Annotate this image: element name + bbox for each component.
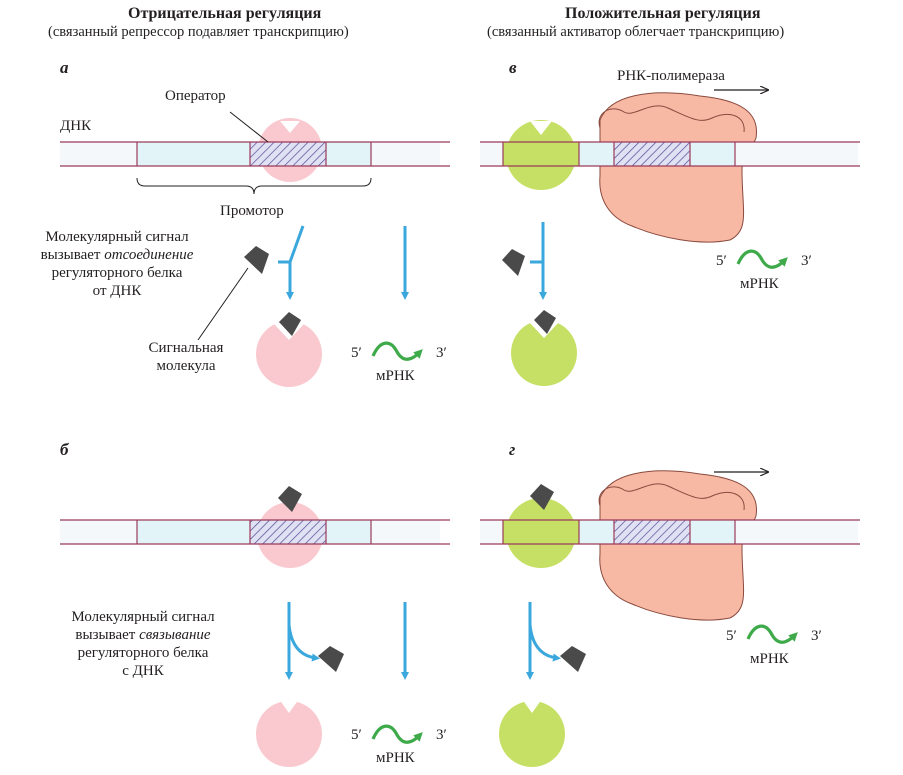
detach-caption: Молекулярный сигнал вызывает отсоединени…	[40, 229, 194, 299]
mrna-3prime: 3′	[436, 727, 447, 743]
promoter-label: Промотор	[220, 203, 284, 219]
mrna-label: мРНК	[376, 368, 415, 384]
mrna-5prime: 5′	[351, 345, 362, 361]
panel-label-b: б	[60, 440, 69, 459]
mrna-3prime: 3′	[436, 345, 447, 361]
bind-caption: Молекулярный сигнал вызывает связывание …	[71, 609, 215, 679]
signal-molecule-label: Сигнальная молекула	[148, 340, 224, 374]
positive-regulation-subtitle: (связанный активатор облегчает транскрип…	[487, 24, 785, 40]
panel-a-graphic	[60, 111, 450, 387]
panel-v-graphic	[480, 90, 860, 386]
repressor-protein-bound	[256, 321, 322, 387]
mrna-5prime: 5′	[351, 727, 362, 743]
mrna-label: мРНК	[750, 651, 789, 667]
positive-regulation-title: Положительная регуляция	[565, 5, 761, 22]
dna-segment	[60, 519, 450, 545]
negative-regulation-subtitle: (связанный репрессор подавляет транскрип…	[48, 24, 349, 40]
release-arrow	[286, 225, 305, 300]
dna-segment	[480, 519, 860, 545]
panel-g-graphic	[480, 471, 860, 767]
mrna-label: мРНК	[376, 750, 415, 766]
panel-label-v: в	[509, 58, 517, 77]
signal-molecule	[244, 246, 269, 274]
promoter-bracket	[136, 177, 372, 195]
mrna-3prime: 3′	[801, 253, 812, 269]
mrna-label: мРНК	[740, 276, 779, 292]
dna-segment	[480, 141, 860, 167]
mrna-3prime: 3′	[811, 628, 822, 644]
rna-polymerase-label: РНК-полимераза	[617, 68, 725, 84]
operator-region	[250, 142, 326, 166]
panel-b-graphic	[60, 486, 450, 767]
mrna-5prime: 5′	[726, 628, 737, 644]
dna-label: ДНК	[60, 118, 92, 134]
negative-regulation-title: Отрицательная регуляция	[128, 5, 322, 22]
panel-label-g: г	[509, 440, 516, 459]
rna-polymerase	[599, 92, 757, 243]
dna-segment	[60, 141, 450, 167]
panel-label-a: а	[60, 58, 69, 77]
mrna-5prime: 5′	[716, 253, 727, 269]
mrna-wave	[371, 341, 423, 361]
operator-label: Оператор	[165, 88, 226, 104]
